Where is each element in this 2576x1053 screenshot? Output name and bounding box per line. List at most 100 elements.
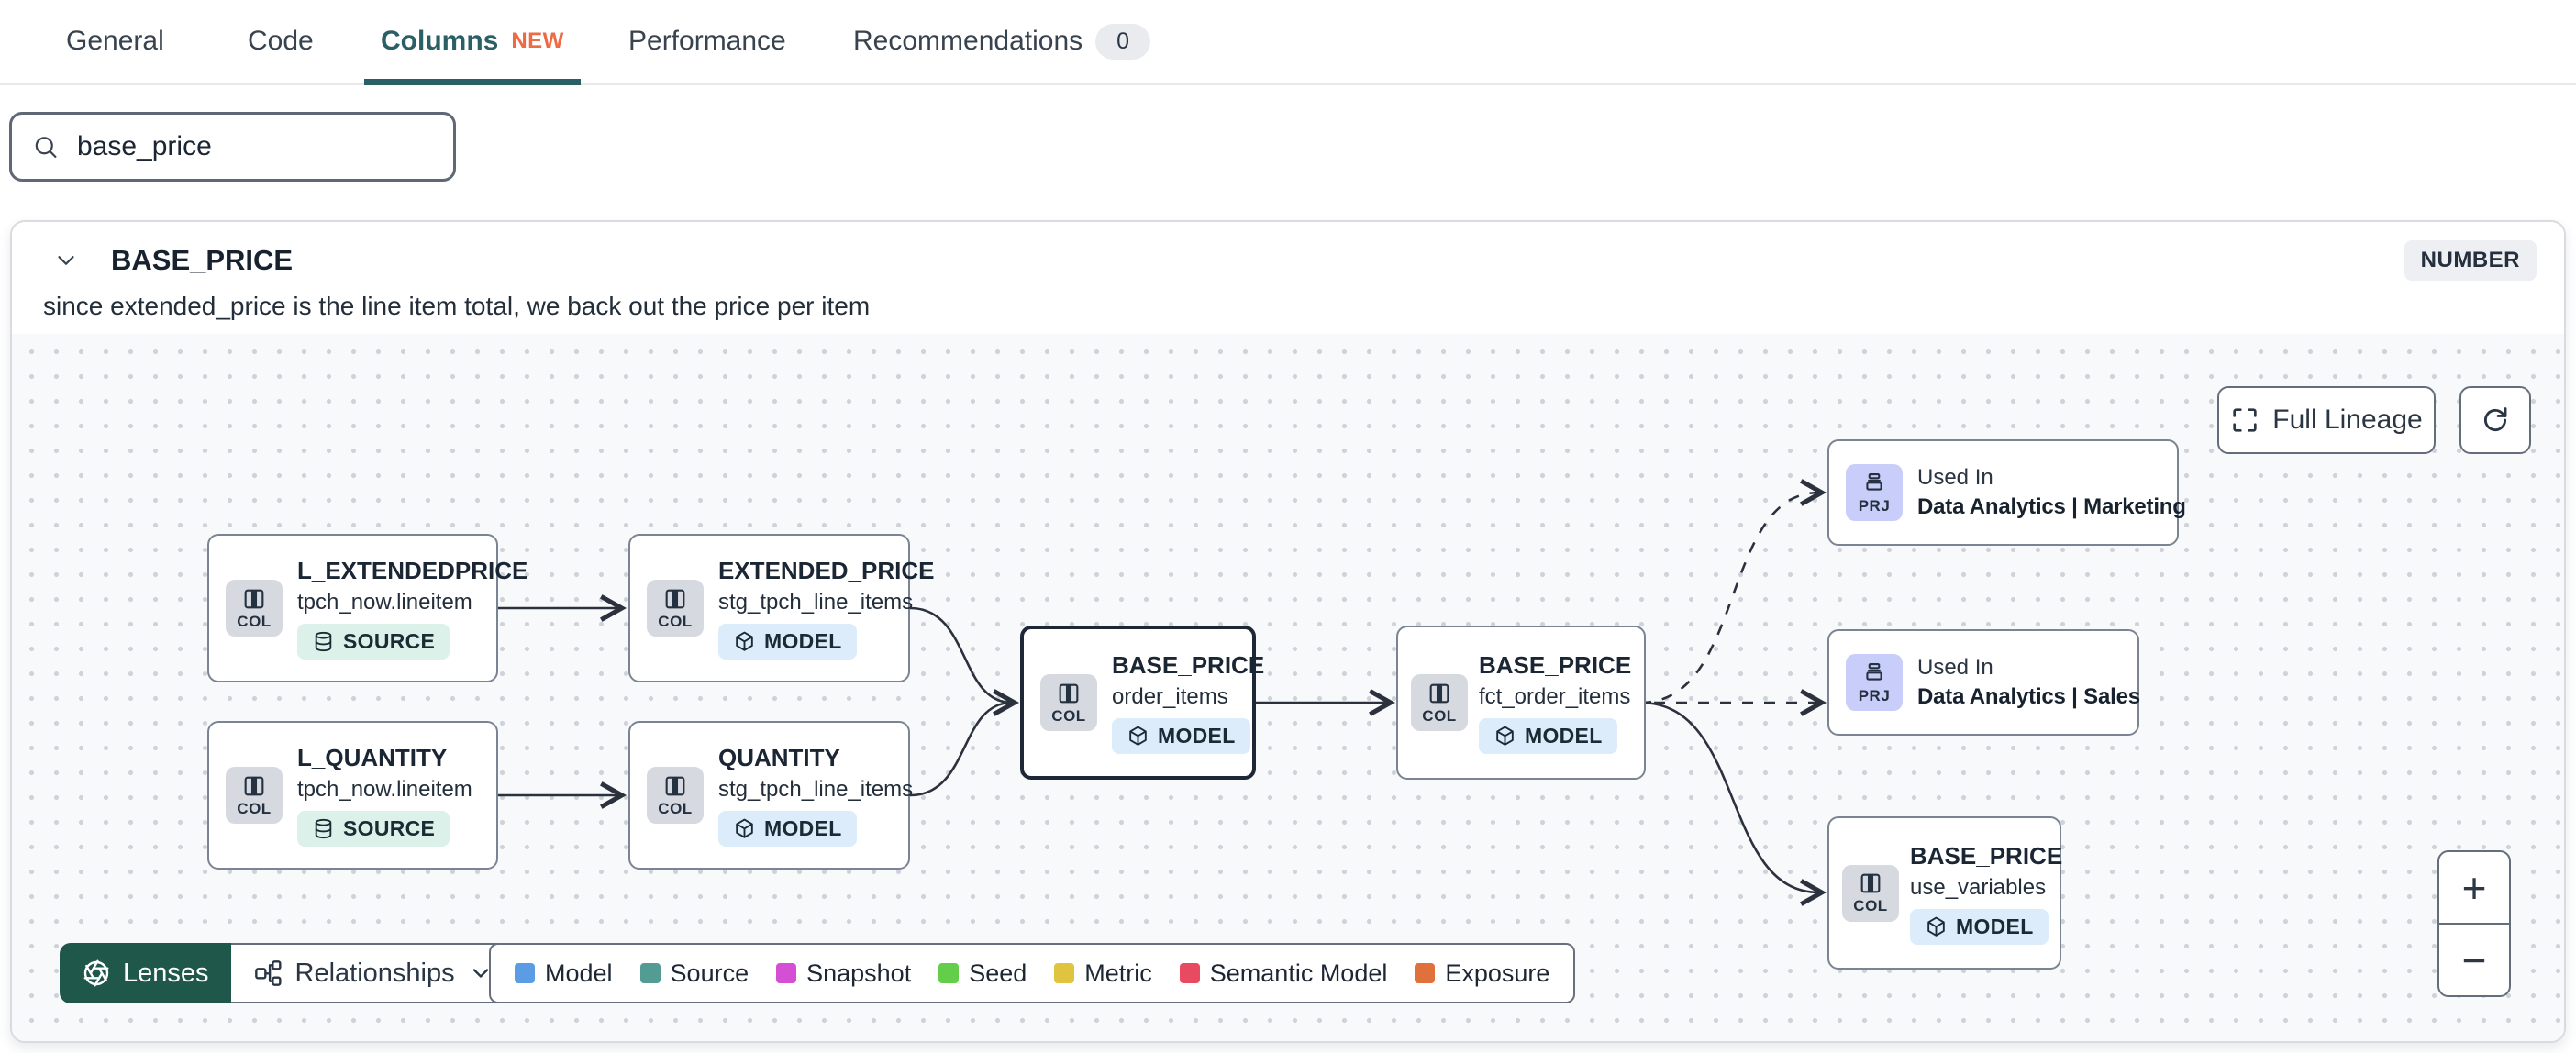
kind-label: COL xyxy=(1853,897,1888,914)
tab-performance[interactable]: Performance xyxy=(628,0,786,83)
resource-badge: MODEL xyxy=(718,811,857,847)
cube-icon xyxy=(1129,726,1147,746)
node-title: L_EXTENDEDPRICE xyxy=(297,557,528,584)
col-type-badge: COL xyxy=(226,767,283,824)
zoom-controls: + − xyxy=(2437,850,2511,997)
lineage-node-base-price-fct-order-items[interactable]: COL BASE_PRICE fct_order_items MODEL xyxy=(1396,626,1646,780)
tab-general[interactable]: General xyxy=(66,0,164,83)
legend-swatch xyxy=(776,963,797,983)
column-details-panel: BASE_PRICE NUMBER since extended_price i… xyxy=(10,220,2566,1043)
resource-badge-label: MODEL xyxy=(1158,724,1236,748)
new-badge: NEW xyxy=(511,28,564,53)
lineage-node-l-quantity[interactable]: COL L_QUANTITY tpch_now.lineitem SOURCE xyxy=(207,721,498,870)
kind-label: COL xyxy=(658,612,693,630)
resource-badge: MODEL xyxy=(718,624,857,660)
lineage-node-l-extendedprice[interactable]: COL L_EXTENDEDPRICE tpch_now.lineitem SO… xyxy=(207,534,527,682)
aperture-icon xyxy=(83,959,109,987)
cube-icon xyxy=(1927,916,1945,937)
used-in-label: Used In xyxy=(1917,655,1993,680)
tab-recommendations[interactable]: Recommendations 0 xyxy=(853,0,1151,83)
columns-icon xyxy=(244,776,264,795)
database-icon xyxy=(315,818,332,839)
col-type-badge: COL xyxy=(1411,674,1468,731)
legend-swatch xyxy=(1415,963,1436,983)
fullscreen-icon xyxy=(2233,408,2257,432)
node-subtitle: use_variables xyxy=(1910,874,2047,900)
legend-swatch xyxy=(639,963,661,983)
node-title: BASE_PRICE xyxy=(1479,651,1632,679)
column-description: since extended_price is the line item to… xyxy=(43,292,871,320)
used-in-label: Used In xyxy=(1917,465,1993,490)
chevron-down-icon[interactable] xyxy=(52,247,80,274)
lineage-node-quantity[interactable]: COL QUANTITY stg_tpch_line_items MODEL xyxy=(628,721,914,870)
resource-badge-label: MODEL xyxy=(1956,914,2034,938)
legend-item-metric: Metric xyxy=(1054,959,1152,988)
resource-badge-label: MODEL xyxy=(764,629,842,653)
lineage-node-exposure-marketing[interactable]: PRJ Used In Data Analytics | Marketing xyxy=(1827,439,2186,546)
tab-code[interactable]: Code xyxy=(248,0,314,83)
cube-icon xyxy=(1496,726,1514,746)
resource-badge-label: SOURCE xyxy=(343,629,436,653)
lineage-node-base-price-use-variables[interactable]: COL BASE_PRICE use_variables MODEL xyxy=(1827,816,2063,970)
tab-label: Performance xyxy=(628,26,786,56)
zoom-in-button[interactable]: + xyxy=(2439,852,2509,925)
full-lineage-label: Full Lineage xyxy=(2272,405,2423,435)
node-title: L_QUANTITY xyxy=(297,744,448,771)
col-type-badge: COL xyxy=(1842,864,1899,922)
node-subtitle: tpch_now.lineitem xyxy=(297,590,472,615)
legend-item-model: Model xyxy=(515,959,613,988)
kind-label: PRJ xyxy=(1858,496,1891,515)
columns-icon xyxy=(665,776,685,795)
resource-badge-label: MODEL xyxy=(1525,724,1603,748)
resource-badge: MODEL xyxy=(1910,908,2049,945)
search-input[interactable] xyxy=(75,130,433,163)
relationships-dropdown[interactable]: Relationships xyxy=(230,943,517,1003)
kind-label: COL xyxy=(1051,706,1086,725)
lineage-node-exposure-sales[interactable]: PRJ Used In Data Analytics | Sales xyxy=(1827,629,2140,736)
columns-icon xyxy=(1860,873,1881,893)
tab-columns[interactable]: Columns NEW xyxy=(364,0,581,85)
recommendations-count-badge: 0 xyxy=(1095,23,1151,60)
lineage-node-base-price-order-items-selected[interactable]: COL BASE_PRICE order_items MODEL xyxy=(1020,626,1264,780)
legend-swatch xyxy=(1179,963,1200,983)
col-type-badge: COL xyxy=(647,580,704,637)
node-subtitle: stg_tpch_line_items xyxy=(718,777,914,802)
lenses-button[interactable]: Lenses xyxy=(60,943,231,1003)
columns-icon xyxy=(244,589,264,608)
col-type-badge: COL xyxy=(1040,674,1097,731)
legend-item-source: Source xyxy=(639,959,749,988)
hierarchy-icon xyxy=(254,960,282,986)
cube-icon xyxy=(736,818,753,838)
columns-icon xyxy=(1429,683,1449,703)
resource-badge: MODEL xyxy=(1479,718,1617,754)
chevron-down-icon xyxy=(472,969,488,978)
kind-label: COL xyxy=(237,612,272,630)
legend-swatch xyxy=(1054,963,1075,983)
legend-item-exposure: Exposure xyxy=(1415,959,1549,988)
column-header: BASE_PRICE NUMBER since extended_price i… xyxy=(12,222,2564,334)
kind-label: COL xyxy=(237,799,272,817)
lineage-node-extended-price[interactable]: COL EXTENDED_PRICE stg_tpch_line_items M… xyxy=(628,534,935,682)
lenses-label: Lenses xyxy=(123,958,209,988)
full-lineage-button[interactable]: Full Lineage xyxy=(2217,386,2436,454)
node-title: BASE_PRICE xyxy=(1910,841,2063,870)
lenses-controls: Lenses Relationships xyxy=(60,943,517,1003)
cube-icon xyxy=(736,631,753,651)
lineage-canvas[interactable]: COL L_EXTENDEDPRICE tpch_now.lineitem SO… xyxy=(12,334,2564,1041)
resource-badge: SOURCE xyxy=(297,624,450,660)
node-title: Data Analytics | Marketing xyxy=(1917,494,2186,519)
legend-swatch xyxy=(515,963,535,983)
node-subtitle: tpch_now.lineitem xyxy=(297,777,472,802)
legend-swatch xyxy=(938,963,960,983)
zoom-out-button[interactable]: − xyxy=(2461,936,2487,984)
relationships-label: Relationships xyxy=(294,958,455,988)
tab-label: Columns xyxy=(381,26,499,56)
project-type-badge: PRJ xyxy=(1846,464,1903,521)
column-name: BASE_PRICE xyxy=(111,244,294,276)
col-type-badge: COL xyxy=(226,580,283,637)
project-type-badge: PRJ xyxy=(1846,654,1903,711)
refresh-button[interactable] xyxy=(2459,386,2531,454)
node-title: Data Analytics | Sales xyxy=(1917,684,2140,709)
legend-item-snapshot: Snapshot xyxy=(776,959,911,988)
node-subtitle: stg_tpch_line_items xyxy=(718,590,914,615)
